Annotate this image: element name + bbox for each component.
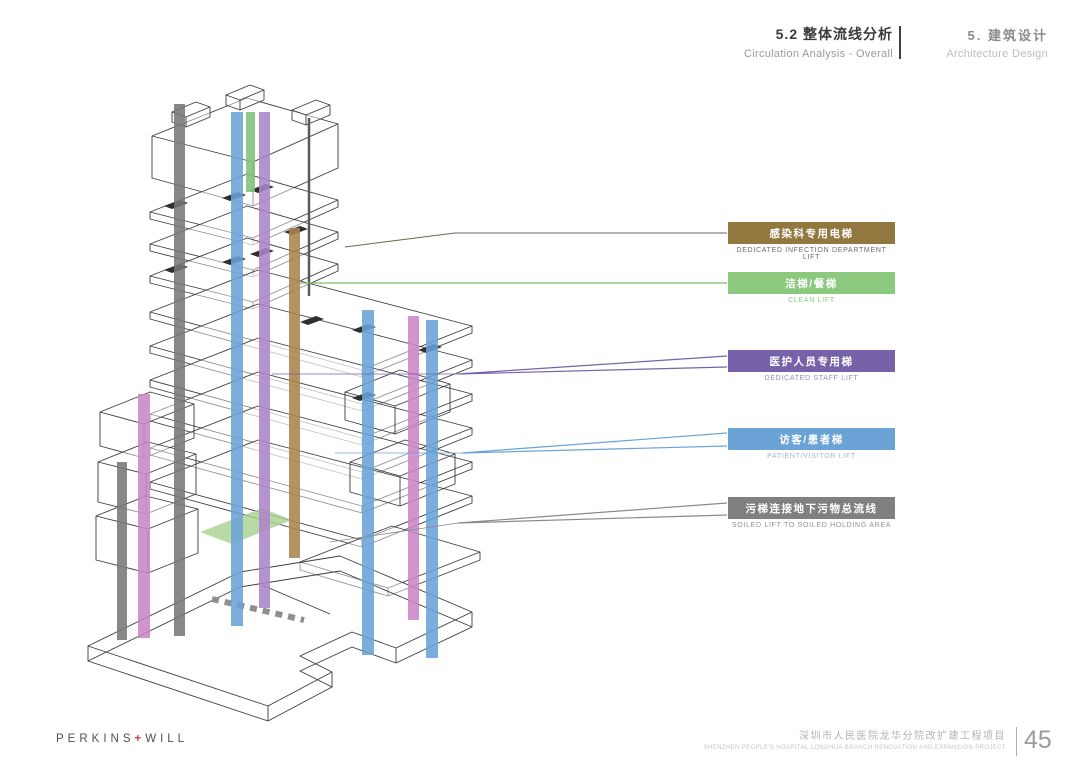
roof-box xyxy=(291,99,331,126)
shaft-staff-lift xyxy=(259,112,270,608)
chapter-subtitle: Architecture Design xyxy=(946,48,1048,60)
legend-label-zh: 污梯连接地下污物总流线 xyxy=(745,502,878,515)
legend-bar-soiled-lift: 污梯连接地下污物总流线 xyxy=(728,497,895,519)
project-title-block: 深圳市人民医院龙华分院改扩建工程项目 SHENZHEN PEOPLE'S HOS… xyxy=(704,727,1006,751)
project-name-en: SHENZHEN PEOPLE'S HOSPITAL LONGHUA BRANC… xyxy=(703,745,1006,751)
section-title-block: 5.2 整体流线分析 Circulation Analysis - Overal… xyxy=(744,24,893,60)
logo-plus-icon: + xyxy=(134,733,146,745)
page-number: 45 xyxy=(1024,726,1052,754)
legend-label-en: PATIENT/VISITOR LIFT xyxy=(767,453,856,460)
logo-text-perkins: PERKINS xyxy=(56,733,135,745)
leader-visitor-lift xyxy=(461,432,728,454)
underground-dashed-route xyxy=(211,596,305,623)
legend-label-en: DEDICATED STAFF LIFT xyxy=(764,375,859,382)
page-number-divider xyxy=(1016,727,1017,756)
logo-text-will: WILL xyxy=(145,733,189,745)
legend-bar-infection-lift: 感染科专用电梯 xyxy=(728,222,895,244)
leader-infection-lift xyxy=(344,232,727,248)
legend-item-visitor-lift: 访客/患者梯 PATIENT/VISITOR LIFT xyxy=(728,428,895,460)
room-box xyxy=(349,439,456,507)
leader-lines xyxy=(272,232,728,543)
section-subtitle: Circulation Analysis - Overall xyxy=(744,48,893,60)
shaft-visitor-lift xyxy=(362,310,374,655)
legend-item-soiled-lift: 污梯连接地下污物总流线 SOILED LIFT TO SOILED HOLDIN… xyxy=(728,497,895,529)
legend-bar-visitor-lift: 访客/患者梯 xyxy=(728,428,895,450)
perkins-will-logo: PERKINS+WILL xyxy=(56,733,188,745)
shaft-magenta-lift xyxy=(408,316,419,620)
legend-label-zh: 访客/患者梯 xyxy=(779,433,844,446)
lift-opening xyxy=(300,316,324,325)
shaft-soiled-lift xyxy=(174,104,185,636)
shaft-infection-lift xyxy=(289,228,300,558)
lift-shafts xyxy=(117,104,438,658)
legend-label-en: DEDICATED INFECTION DEPARTMENT LIFT xyxy=(736,247,887,261)
chapter-title: 5. 建筑设计 xyxy=(967,28,1048,43)
legend-bar-clean-lift: 洁梯/餐梯 xyxy=(728,272,895,294)
floor-slab xyxy=(149,232,339,278)
shaft-magenta-lift xyxy=(138,394,150,638)
leader-staff-lift xyxy=(457,355,728,375)
legend-label-en: SOILED LIFT TO SOILED HOLDING AREA xyxy=(731,522,892,529)
legend-label-en: CLEAN LIFT xyxy=(788,297,835,304)
leader-soiled-lift-tail xyxy=(329,522,459,543)
shaft-clean-lift xyxy=(246,112,255,192)
shaft-visitor-lift xyxy=(426,320,438,658)
shaft-soiled-lift xyxy=(117,462,127,640)
podium-mid-plate xyxy=(299,552,481,597)
room-box xyxy=(344,369,451,435)
shaft-visitor-lift xyxy=(231,112,243,626)
right-wing-rooms xyxy=(344,369,456,507)
legend-item-staff-lift: 医护人员专用梯 DEDICATED STAFF LIFT xyxy=(728,350,895,382)
floor-slab xyxy=(149,200,339,246)
mid-slabs xyxy=(149,269,473,548)
project-name-zh: 深圳市人民医院龙华分院改扩建工程项目 xyxy=(799,731,1006,742)
legend-item-infection-lift: 感染科专用电梯 DEDICATED INFECTION DEPARTMENT L… xyxy=(728,222,895,261)
legend-bar-staff-lift: 医护人员专用梯 xyxy=(728,350,895,372)
legend-label-zh: 医护人员专用梯 xyxy=(769,355,854,368)
legend-label-zh: 洁梯/餐梯 xyxy=(785,277,838,290)
roof-box xyxy=(225,84,265,111)
leader-soiled-lift xyxy=(457,502,728,524)
legend-label-zh: 感染科专用电梯 xyxy=(769,227,854,240)
podium-edges xyxy=(87,584,473,721)
header-divider xyxy=(899,26,901,59)
section-title: 5.2 整体流线分析 xyxy=(775,26,893,42)
legend-item-clean-lift: 洁梯/餐梯 CLEAN LIFT xyxy=(728,272,895,304)
chapter-title-block: 5. 建筑设计 Architecture Design xyxy=(946,25,1048,60)
building-wireframe xyxy=(87,84,481,722)
